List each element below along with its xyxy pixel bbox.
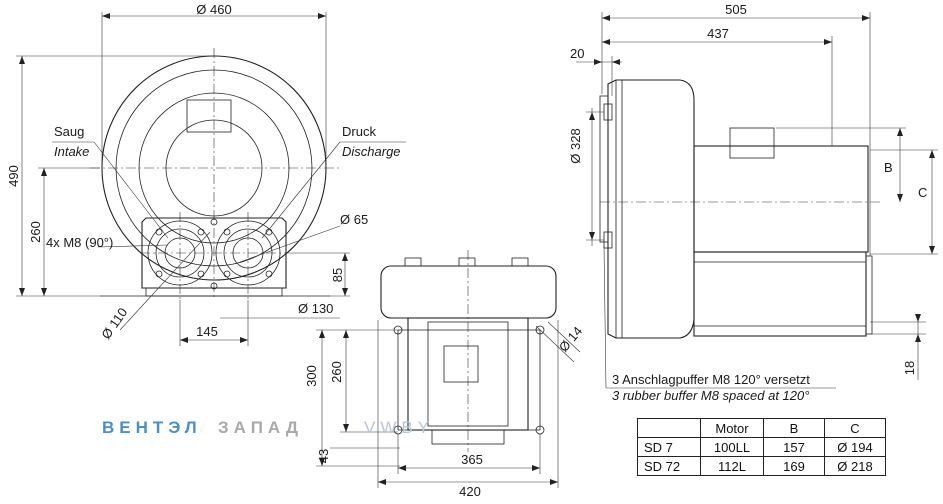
table-cell: 100LL [700, 437, 764, 457]
dim-hole-14: Ø 14 [556, 323, 586, 354]
dim-foot-85: 85 [330, 268, 345, 282]
table-cell: Ø 194 [824, 437, 886, 457]
dim-b: B [884, 160, 893, 175]
bolt-label: 4x M8 (90°) [46, 235, 113, 250]
dim-437: 437 [707, 26, 729, 41]
table-header-cell [637, 418, 701, 438]
table-row: SD 72 112L 169 Ø 218 [637, 456, 886, 476]
table-cell: SD 72 [637, 456, 701, 476]
dim-420: 420 [459, 484, 481, 499]
table-cell: SD 7 [637, 437, 701, 457]
dim-260-bottom: 260 [329, 361, 344, 383]
intake-label-de: Saug [54, 124, 84, 139]
dim-43: 43 [316, 449, 331, 463]
spec-table: Motor B C SD 7 100LL 157 Ø 194 SD 72 112… [637, 418, 886, 476]
table-header-cell: Motor [700, 418, 764, 438]
table-cell: 169 [763, 456, 825, 476]
side-view [576, 12, 938, 389]
dim-365: 365 [461, 452, 483, 467]
dim-18: 18 [902, 361, 917, 375]
table-cell: Ø 218 [824, 456, 886, 476]
watermark-part2: ЗАПАД [218, 418, 303, 437]
dim-pcd-110: Ø 110 [98, 305, 130, 342]
dim-20: 20 [570, 46, 584, 61]
dim-flange-65: Ø 65 [340, 212, 368, 227]
bottom-view [316, 250, 581, 488]
front-view [16, 12, 406, 346]
discharge-label-de: Druck [342, 124, 376, 139]
discharge-label-en: Discharge [342, 144, 401, 159]
table-row: SD 7 100LL 157 Ø 194 [637, 437, 886, 457]
buffer-note-en: 3 rubber buffer M8 spaced at 120° [612, 388, 809, 403]
table-cell: 157 [763, 437, 825, 457]
dim-c: C [918, 185, 927, 200]
dim-diameter-460: Ø 460 [196, 2, 231, 17]
table-header-row: Motor B C [637, 418, 886, 438]
dim-pcd-130: Ø 130 [298, 301, 333, 316]
watermark-part3: VWBY [364, 418, 434, 437]
dim-505: 505 [725, 2, 747, 17]
table-header-cell: B [763, 418, 825, 438]
dim-height-490: 490 [6, 165, 21, 187]
dim-port-spacing-145: 145 [196, 324, 218, 339]
intake-label-en: Intake [54, 144, 89, 159]
table-cell: 112L [700, 456, 764, 476]
watermark-part1: ВЕНТЭЛ [102, 418, 202, 437]
dim-300: 300 [304, 365, 319, 387]
dim-height-260: 260 [28, 221, 43, 243]
dim-diameter-328: Ø 328 [568, 128, 583, 163]
buffer-note-de: 3 Anschlagpuffer M8 120° versetzt [612, 372, 810, 387]
table-header-cell: C [824, 418, 886, 438]
